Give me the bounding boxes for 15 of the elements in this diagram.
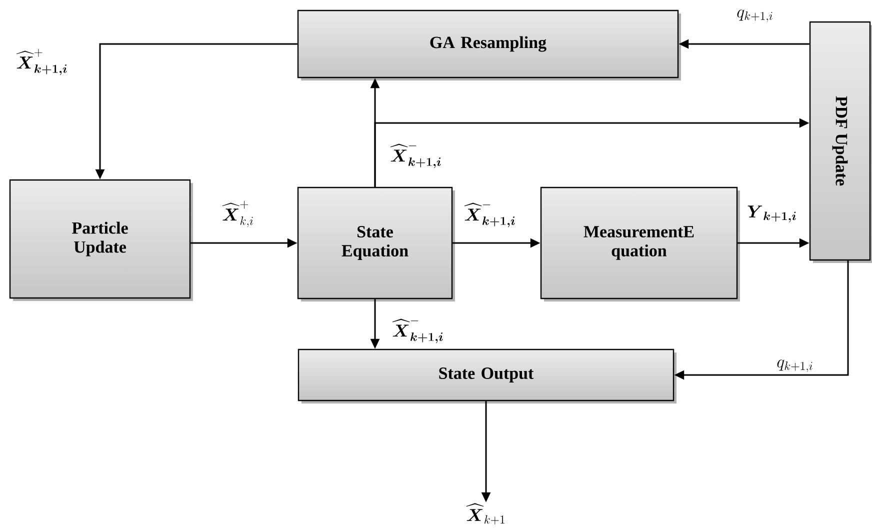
edge-label: $\widehat{\boldsymbol{X}}^{-}_{\boldsymbol{k+1,i}}$ [392, 318, 443, 344]
process-box: PDF Update [809, 21, 872, 263]
process-box: GA Resampling [297, 10, 681, 80]
output-label: $\widehat{\boldsymbol{X}}_{k+1}$ [466, 503, 504, 524]
edge-label: $\widehat{\boldsymbol{X}}^{-}_{\boldsymbol{k+1,i}}$ [464, 202, 515, 228]
edge-label: $\widehat{\boldsymbol{X}}^{-}_{\boldsymbol{k+1,i}}$ [390, 144, 441, 168]
edge-label: $\widehat{\boldsymbol{X}}^{+}_{\boldsymbol{k+1,i}}$ [16, 48, 67, 76]
process-box: State Output [298, 348, 676, 404]
edge-label: $q_{k+1,i}$ [777, 360, 812, 372]
process-box: MeasurementE quation [540, 186, 740, 302]
edge-label: $\boldsymbol{Y}_{\boldsymbol{k+1,i}}$ [748, 206, 796, 222]
edge-label: $\widehat{\boldsymbol{X}}^{+}_{k,i}$ [222, 200, 253, 228]
process-box: State Equation [297, 186, 455, 302]
process-box: Particle Update [9, 179, 193, 301]
edge-label: $q_{k+1,i}$ [737, 10, 772, 22]
